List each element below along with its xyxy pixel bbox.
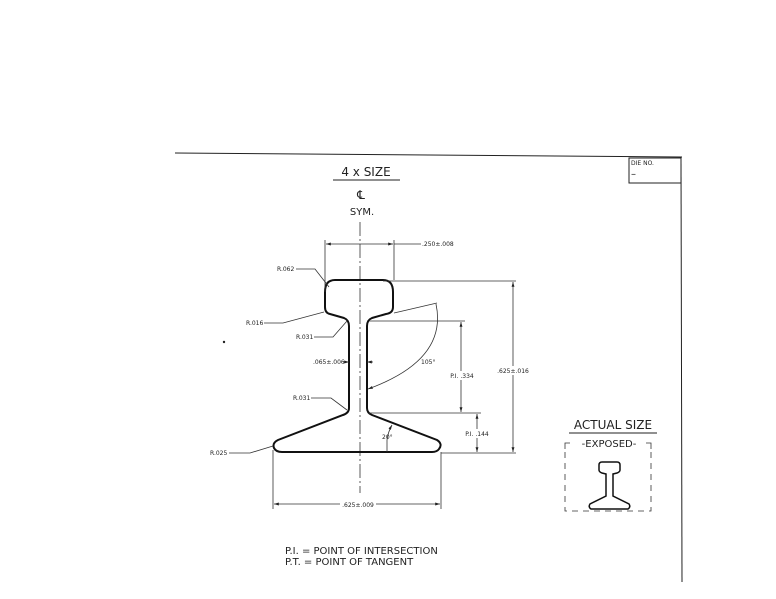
r031-bottom-label: R.031 [293,395,310,402]
die-number-label: DIE NO. [631,160,654,167]
head-width-dimension: .250±.008 [324,240,454,292]
base-width-dimension: .625±.009 [272,450,442,509]
pi-144-dimension: P.I. .144 [462,414,492,452]
radius-r062: R.062 [277,266,330,288]
angle-20-dimension: 20° [382,424,393,452]
angle-105-dimension: 105° [367,302,438,390]
actual-size-view: ACTUAL SIZE -EXPOSED- [564,418,657,512]
head-width-label: .250±.008 [422,241,454,248]
actual-size-title: ACTUAL SIZE [574,418,652,432]
actual-size-rail-icon [588,461,631,510]
pi-334-dimension: P.I. .334 [369,320,481,414]
radius-r031-bottom: R.031 [293,395,348,411]
centerline-symbol: ℄ [356,188,365,202]
speck [222,340,226,344]
pi-144-label: P.I. .144 [465,431,489,438]
legend-pi: P.I. = POINT OF INTERSECTION [285,546,438,557]
scale-title: 4 x SIZE [341,165,390,179]
exposed-label: -EXPOSED- [582,439,637,450]
r062-label: R.062 [277,266,294,273]
overall-height-label: .625±.016 [497,368,529,375]
die-number-value: – [631,169,636,180]
radius-r031-top: R.031 [296,320,348,341]
r025-label: R.025 [210,450,227,457]
overall-height-dimension: .625±.016 [383,280,532,454]
radius-r025: R.025 [210,445,274,457]
frame-top-border [174,152,683,158]
pi-334-label: P.I. .334 [450,373,474,380]
legend-pt: P.T. = POINT OF TANGENT [285,557,414,568]
web-thickness-dimension: .065±.006 [313,359,373,366]
symmetry-label: SYM. [350,207,374,218]
angle-105-label: 105° [421,359,435,366]
rail-profile [272,279,442,453]
die-number-box: DIE NO. – [628,157,682,184]
base-width-label: .625±.009 [342,502,374,509]
web-thickness-label: .065±.006 [313,359,345,366]
angle-20-label: 20° [382,434,393,441]
r031-top-label: R.031 [296,334,313,341]
frame-right-border [680,156,683,583]
r016-label: R.016 [246,320,263,327]
radius-r016: R.016 [246,311,325,327]
